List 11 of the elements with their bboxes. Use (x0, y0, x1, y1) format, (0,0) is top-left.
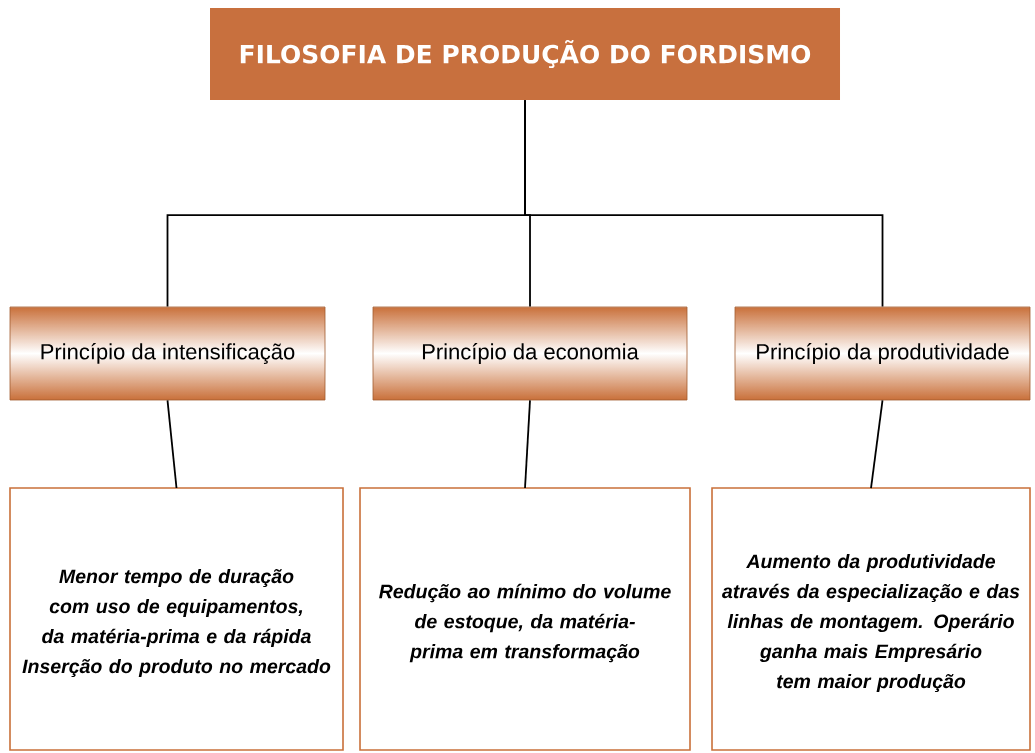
title-box: FILOSOFIA DE PRODUÇÃO DO FORDISMO (210, 8, 840, 100)
connector-line (524, 399, 531, 489)
connector-line (524, 99, 884, 308)
description-box: Aumento da produtividade através da especialização e das linhas de montagem. Operário ganha mais Empresário tem maior produção (711, 487, 1031, 751)
description-box: Redução ao mínimo do volume de estoque, da matéria-prima em transformação (359, 487, 691, 751)
connector-line (870, 399, 884, 489)
principle-box: Princípio da produtividade (734, 306, 1031, 401)
description-box: Menor tempo de duração com uso de equipamentos, da matéria-prima e da rápida Inserção do produto no mercado (9, 487, 344, 751)
principle-box: Princípio da economia (372, 306, 688, 401)
connector-line (166, 399, 178, 489)
principle-box: Princípio da intensificação (9, 306, 326, 401)
